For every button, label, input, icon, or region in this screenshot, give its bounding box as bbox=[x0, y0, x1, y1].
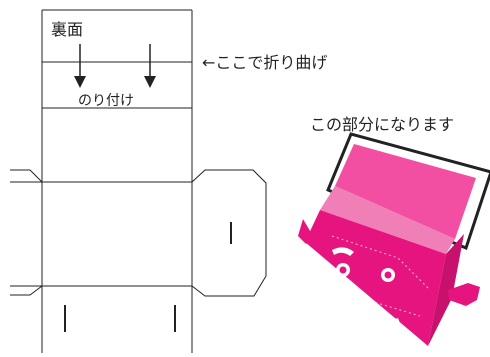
assembled-box bbox=[298, 132, 490, 346]
this-part-label: この部分になります bbox=[310, 115, 454, 134]
net-right-side-flap bbox=[191, 169, 267, 297]
slot-marks bbox=[64, 222, 232, 332]
box-right-face bbox=[428, 234, 464, 346]
down-arrow-icon bbox=[144, 44, 156, 88]
down-arrow-icon bbox=[74, 44, 86, 88]
glue-label: のり付け bbox=[78, 93, 134, 109]
box-front-face bbox=[305, 210, 446, 346]
lid-inner-panel bbox=[335, 144, 476, 239]
box-right-tab bbox=[448, 283, 480, 306]
box-net bbox=[10, 9, 267, 353]
fold-here-label: ←ここで折り曲げ bbox=[202, 53, 327, 72]
back-side-label: 裏面 bbox=[51, 20, 83, 39]
box-inner-back bbox=[320, 186, 455, 254]
net-left-side-flap bbox=[10, 169, 43, 296]
smiley-face-icon bbox=[332, 247, 400, 328]
